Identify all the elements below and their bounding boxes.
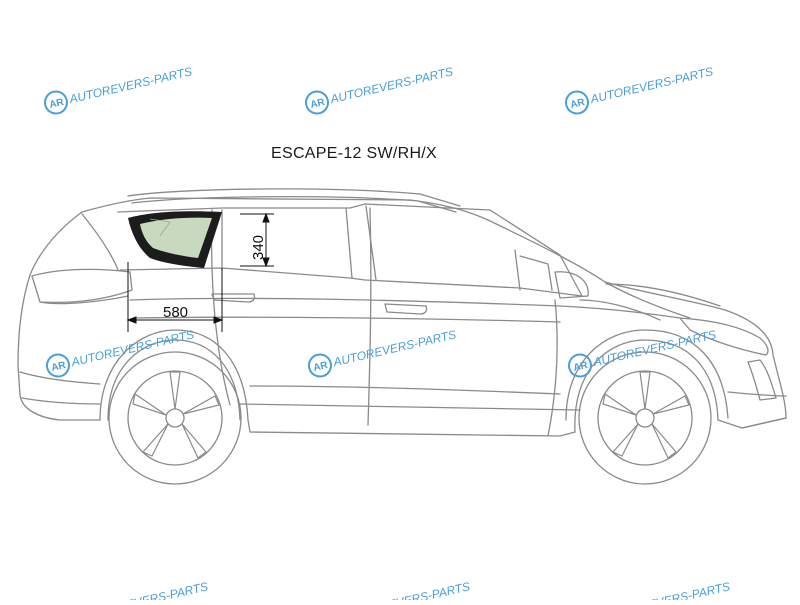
watermark: AR AUTOREVERS-PARTS <box>43 64 193 115</box>
svg-text:AUTOREVERS-PARTS: AUTOREVERS-PARTS <box>67 64 193 106</box>
svg-text:AR: AR <box>312 360 329 374</box>
svg-text:AR: AR <box>569 97 586 111</box>
svg-text:AUTOREVERS-PARTS: AUTOREVERS-PARTS <box>69 327 195 369</box>
height-dimension <box>240 212 274 268</box>
highlighted-quarter-glass <box>128 211 222 268</box>
rear-wheel <box>108 351 242 485</box>
svg-text:AR: AR <box>48 97 65 111</box>
watermark: AR AUTOREVERS-PARTS <box>307 327 457 378</box>
svg-text:AUTOREVERS-PARTS: AUTOREVERS-PARTS <box>345 579 471 600</box>
svg-text:AUTOREVERS-PARTS: AUTOREVERS-PARTS <box>328 64 454 106</box>
watermark: AUTOREVERS-PARTS <box>605 579 731 605</box>
watermark: AUTOREVERS-PARTS <box>83 579 209 605</box>
width-dimension-label: 580 <box>163 304 188 321</box>
part-code-title: ESCAPE-12 SW/RH/X <box>271 145 438 162</box>
watermark-group: AR AUTOREVERS-PARTS AR AUTOREVERS-PARTS … <box>43 64 731 605</box>
svg-text:AUTOREVERS-PARTS: AUTOREVERS-PARTS <box>588 64 714 106</box>
height-dimension-label: 340 <box>250 235 267 260</box>
svg-text:AUTOREVERS-PARTS: AUTOREVERS-PARTS <box>331 327 457 369</box>
svg-text:AR: AR <box>309 97 326 111</box>
svg-text:AUTOREVERS-PARTS: AUTOREVERS-PARTS <box>605 579 731 600</box>
svg-text:AR: AR <box>572 360 589 374</box>
svg-text:AR: AR <box>50 360 67 374</box>
watermark: AR AUTOREVERS-PARTS <box>567 327 717 378</box>
svg-text:AUTOREVERS-PARTS: AUTOREVERS-PARTS <box>83 579 209 600</box>
watermark: AUTOREVERS-PARTS <box>345 579 471 605</box>
watermark: AR AUTOREVERS-PARTS <box>304 64 454 115</box>
width-dimension <box>126 262 224 332</box>
watermark: AR AUTOREVERS-PARTS <box>564 64 714 115</box>
front-wheel <box>578 351 712 485</box>
vehicle-outline <box>17 188 787 437</box>
